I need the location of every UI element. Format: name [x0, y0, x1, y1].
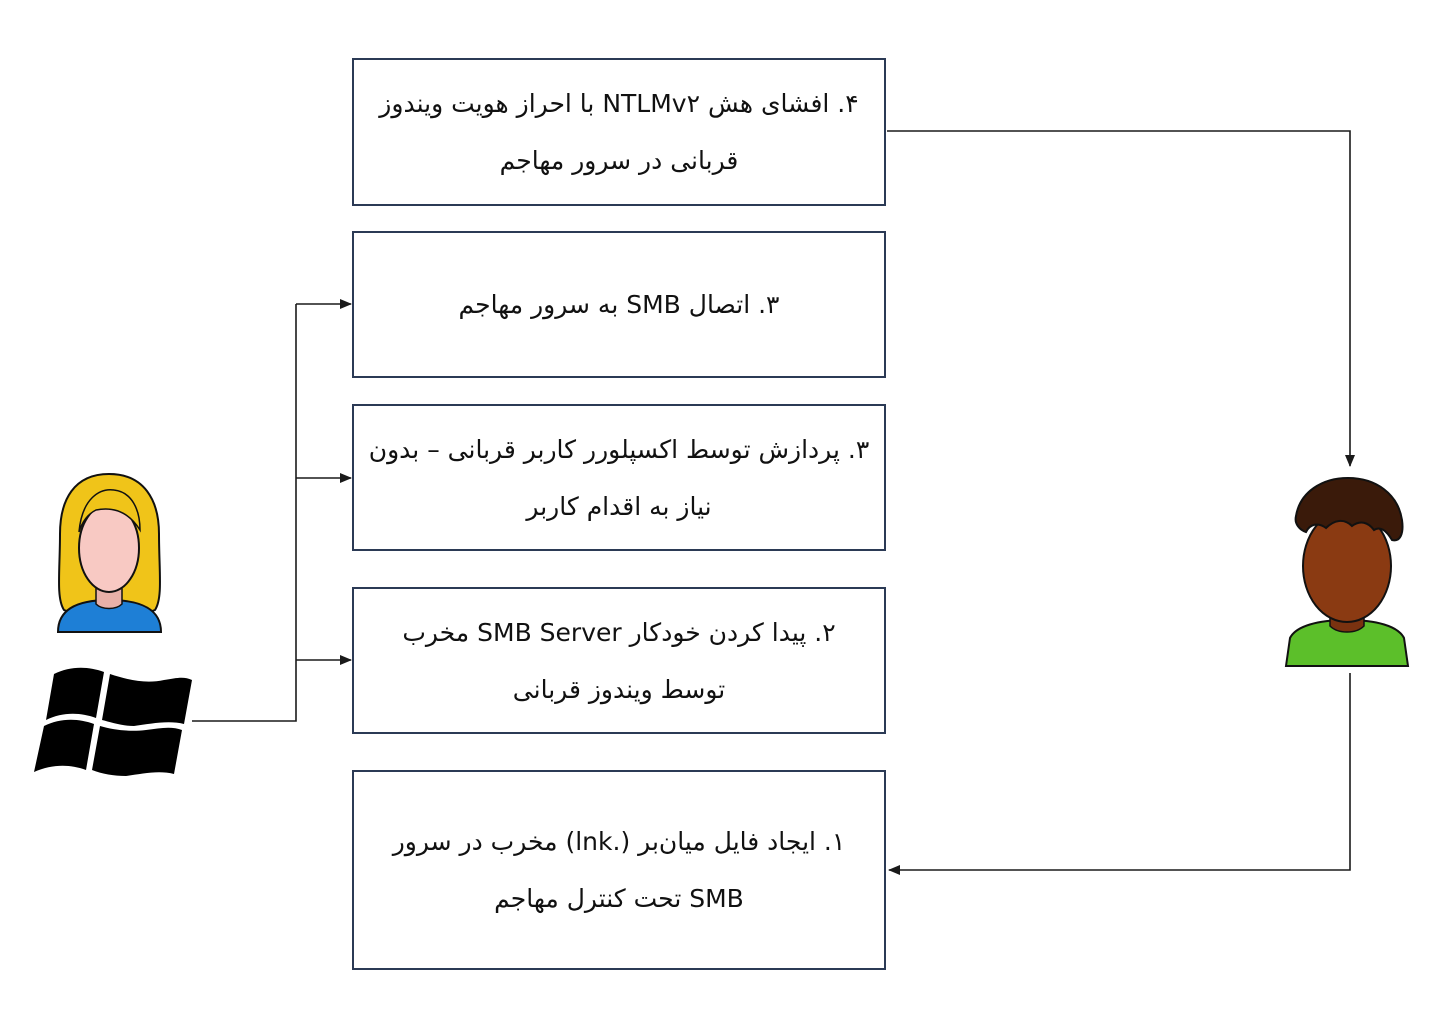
windows-logo-icon	[34, 667, 192, 776]
step-box-3-explorer-processing: ۳. پردازش توسط اکسپلورر کاربر قربانی – ب…	[352, 404, 886, 551]
step-text: ۴. افشای هش NTLMv۲ با احراز هویت ویندوز …	[379, 89, 859, 175]
step-box-2-auto-discovery: ۲. پیدا کردن خودکار SMB Server مخرب توسط…	[352, 587, 886, 734]
step-text: ۳. پردازش توسط اکسپلورر کاربر قربانی – ب…	[368, 434, 870, 521]
step-text: ۳. اتصال SMB به سرور مهاجم	[458, 290, 780, 319]
connector-victim-trunk	[192, 304, 297, 722]
arrow-attacker-to-step-1	[888, 673, 1351, 875]
step-box-3-smb-connection: ۳. اتصال SMB به سرور مهاجم	[352, 231, 886, 378]
step-text: ۱. ایجاد فایل میان‌بر (.lnk) مخرب در سرو…	[392, 827, 846, 913]
step-text: ۲. پیدا کردن خودکار SMB Server مخرب توسط…	[402, 617, 836, 704]
attacker-user-icon	[1284, 476, 1410, 667]
arrow-step-4-to-attacker	[887, 130, 1355, 467]
step-box-4-hash-leak: ۴. افشای هش NTLMv۲ با احراز هویت ویندوز …	[352, 58, 886, 206]
step-box-1-create-lnk: ۱. ایجاد فایل میان‌بر (.lnk) مخرب در سرو…	[352, 770, 886, 970]
victim-user-icon	[56, 472, 163, 633]
